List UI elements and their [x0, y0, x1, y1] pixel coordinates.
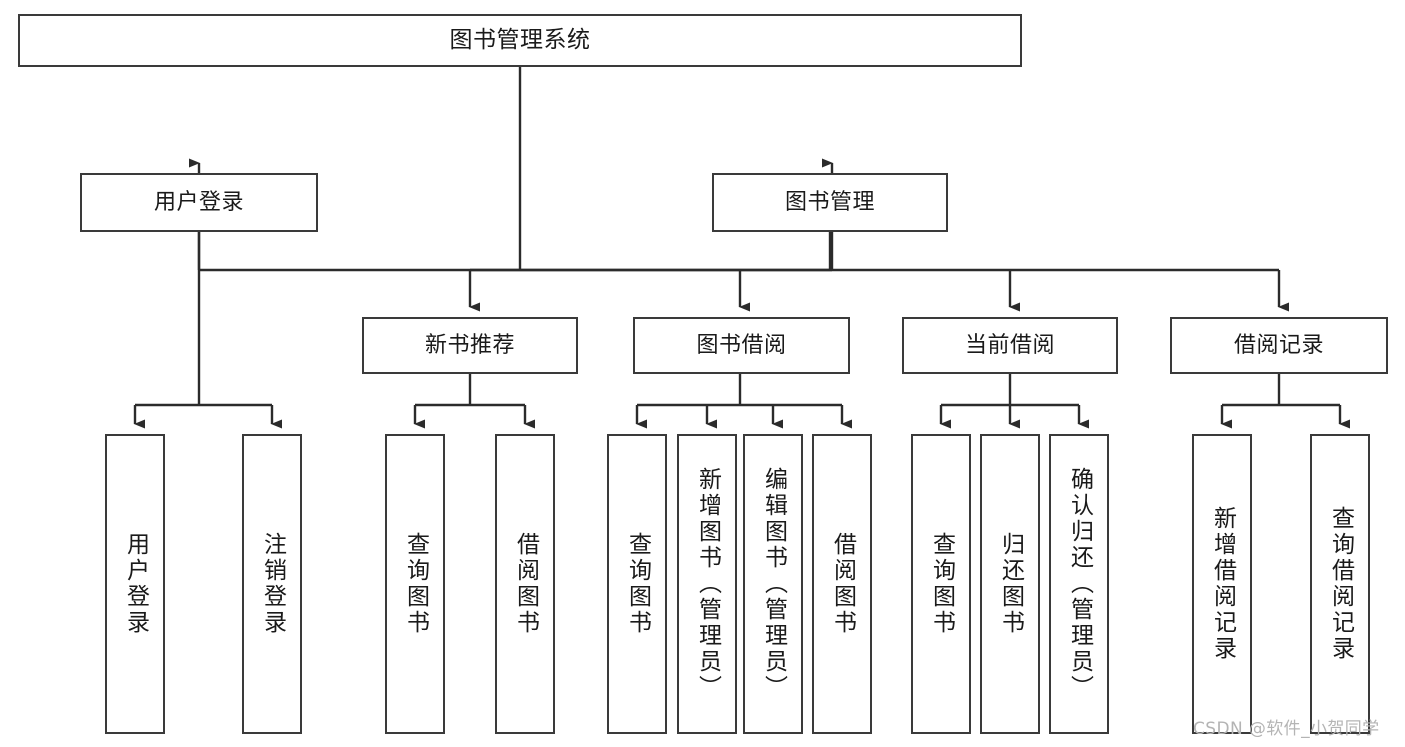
- leaf-add-book-admin[interactable]: 新增图书（管理员）: [677, 434, 737, 734]
- node-borrow-record[interactable]: 借阅记录: [1170, 317, 1388, 374]
- node-book-borrow[interactable]: 图书借阅: [633, 317, 850, 374]
- node-label: 编辑图书（管理员）: [760, 467, 787, 701]
- node-label: 借阅记录: [1233, 332, 1324, 358]
- node-label: 查询图书: [624, 532, 651, 636]
- node-label: 归还图书: [997, 532, 1024, 636]
- node-label: 当前借阅: [964, 332, 1055, 358]
- node-label: 查询借阅记录: [1327, 506, 1354, 662]
- node-label: 图书管理系统: [449, 26, 591, 53]
- node-label: 新增图书（管理员）: [694, 467, 721, 701]
- node-label: 新增借阅记录: [1209, 506, 1236, 662]
- csdn-watermark: CSDN @软件_小贺同学: [1193, 719, 1380, 739]
- leaf-confirm-return-admin[interactable]: 确认归还（管理员）: [1049, 434, 1109, 734]
- node-label: 确认归还（管理员）: [1066, 467, 1093, 701]
- leaf-logout[interactable]: 注销登录: [242, 434, 302, 734]
- node-book-management[interactable]: 图书管理: [712, 173, 948, 232]
- node-label: 图书管理: [784, 189, 875, 215]
- node-label: 注销登录: [259, 532, 286, 636]
- node-user-login[interactable]: 用户登录: [80, 173, 318, 232]
- leaf-query-book-borrow[interactable]: 查询图书: [607, 434, 667, 734]
- node-label: 借阅图书: [829, 532, 856, 636]
- leaf-add-borrow-record[interactable]: 新增借阅记录: [1192, 434, 1252, 734]
- node-label: 查询图书: [402, 532, 429, 636]
- leaf-edit-book-admin[interactable]: 编辑图书（管理员）: [743, 434, 803, 734]
- node-label: 用户登录: [122, 532, 149, 636]
- leaf-return-book[interactable]: 归还图书: [980, 434, 1040, 734]
- node-label: 新书推荐: [424, 332, 515, 358]
- node-label: 图书借阅: [696, 332, 787, 358]
- node-new-book-recommend[interactable]: 新书推荐: [362, 317, 578, 374]
- node-label: 借阅图书: [512, 532, 539, 636]
- leaf-query-book-new[interactable]: 查询图书: [385, 434, 445, 734]
- node-current-borrow[interactable]: 当前借阅: [902, 317, 1118, 374]
- node-label: 查询图书: [928, 532, 955, 636]
- leaf-user-login[interactable]: 用户登录: [105, 434, 165, 734]
- node-label: 用户登录: [153, 189, 244, 215]
- leaf-borrow-book-new[interactable]: 借阅图书: [495, 434, 555, 734]
- leaf-query-borrow-record[interactable]: 查询借阅记录: [1310, 434, 1370, 734]
- leaf-borrow-book[interactable]: 借阅图书: [812, 434, 872, 734]
- node-root-system[interactable]: 图书管理系统: [18, 14, 1022, 67]
- leaf-query-book-current[interactable]: 查询图书: [911, 434, 971, 734]
